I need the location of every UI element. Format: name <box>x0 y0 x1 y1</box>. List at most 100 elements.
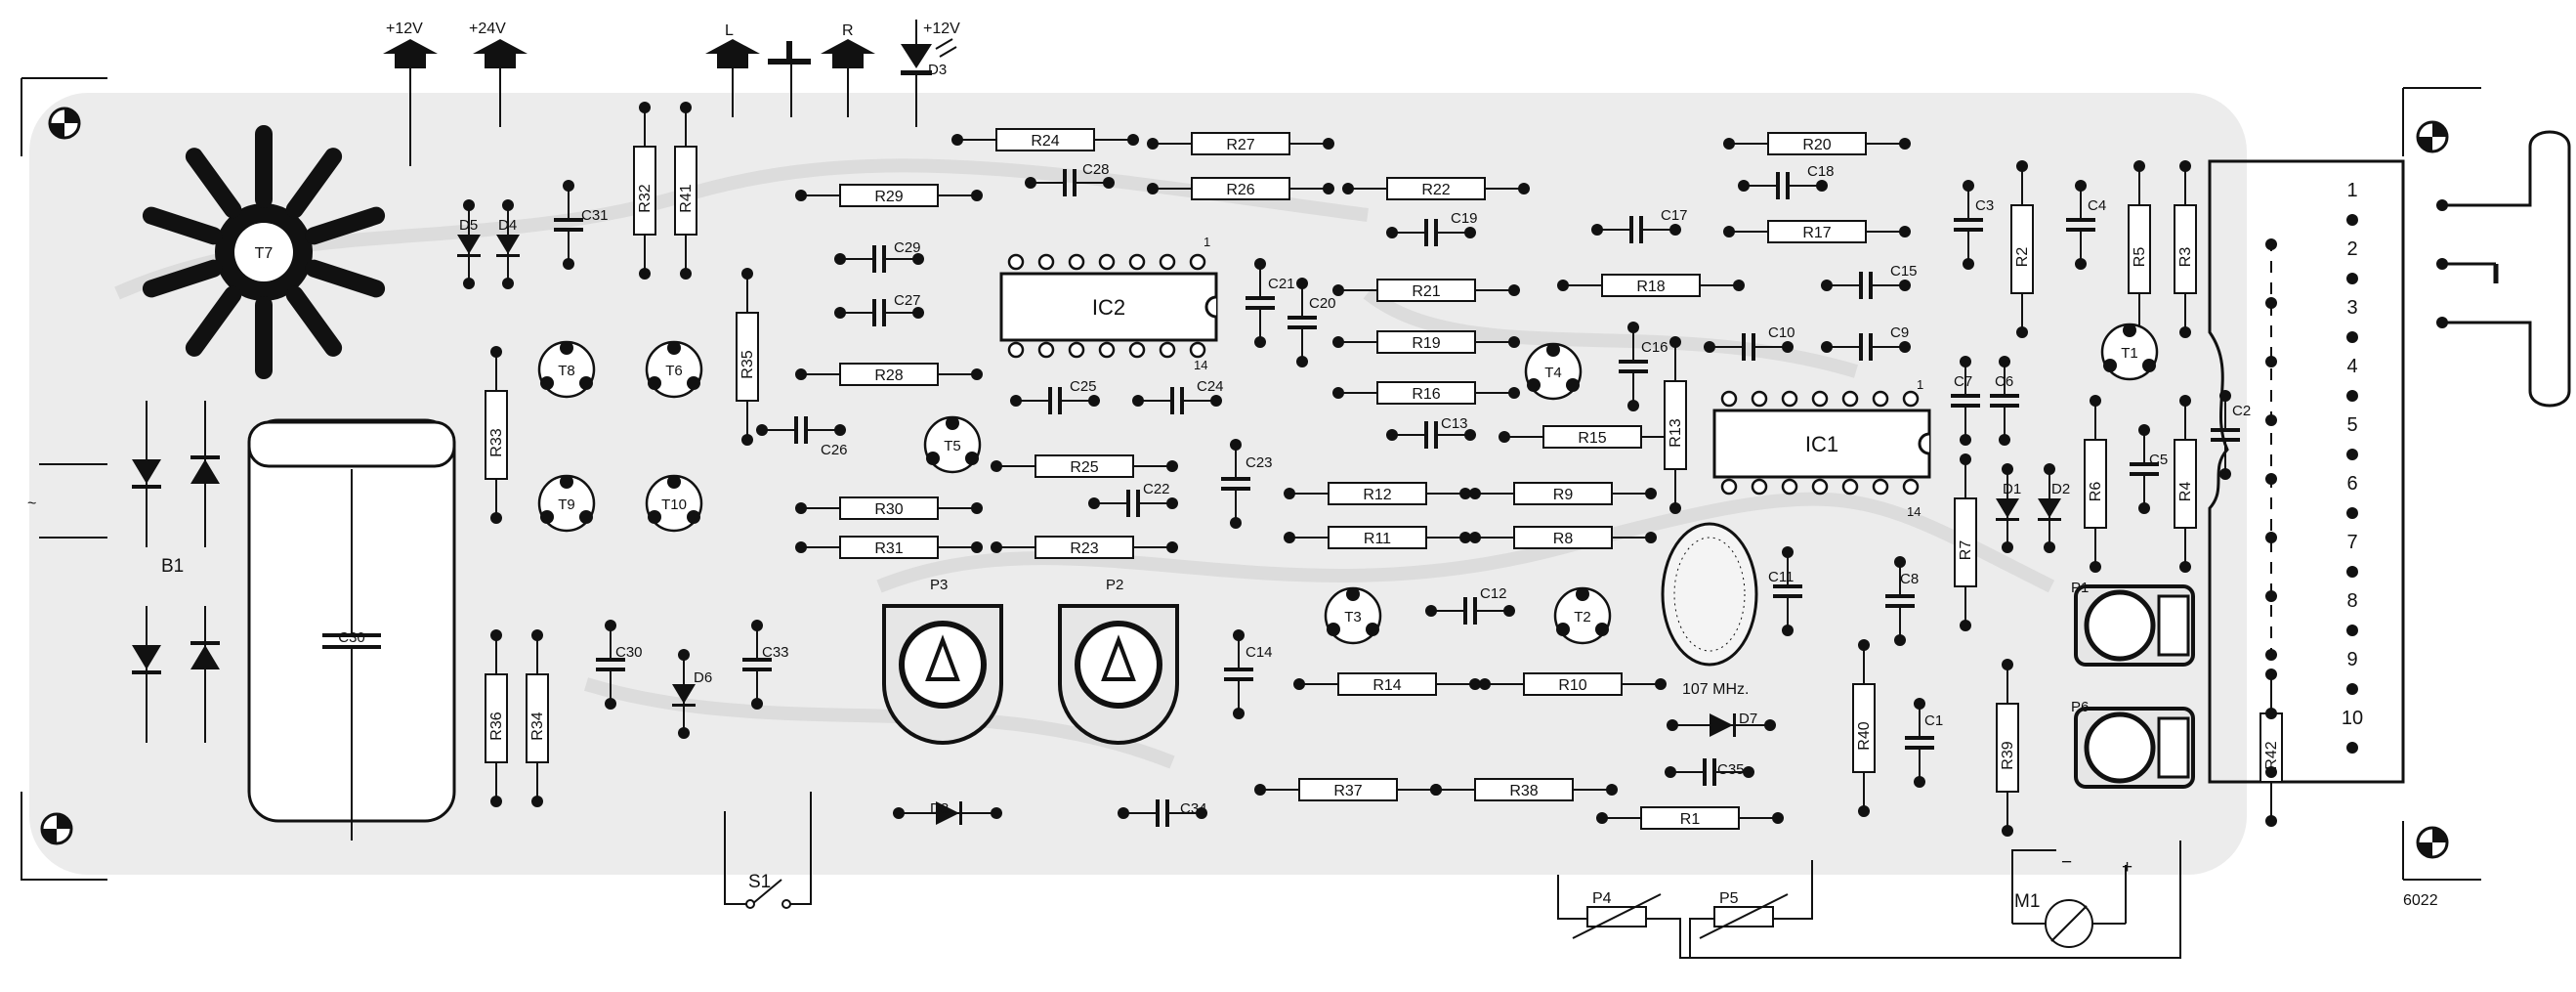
capacitor-c23 <box>1221 477 1250 481</box>
resistor-r17 <box>1767 220 1867 243</box>
label-r19: R19 <box>1412 335 1440 352</box>
solder-pad <box>893 807 905 819</box>
ac-symbol: ~ <box>27 496 36 512</box>
capacitor-c17 <box>1629 216 1633 243</box>
connector-pin-9: 9 <box>2346 649 2357 670</box>
solder-pad <box>2265 532 2277 543</box>
label-r21: R21 <box>1412 283 1440 300</box>
resistor-r25 <box>1035 454 1134 478</box>
solder-pad <box>1645 488 1657 499</box>
crystal-107mhz <box>1661 522 1758 667</box>
solder-pad <box>463 199 475 211</box>
capacitor-plate <box>1951 404 1980 408</box>
label-t2: T2 <box>1574 609 1591 625</box>
ic-pin <box>1098 253 1116 271</box>
resistor-r24 <box>995 128 1095 151</box>
solder-pad <box>1088 395 1100 407</box>
label-d3: D3 <box>928 62 947 78</box>
switch-contact <box>781 899 791 909</box>
capacitor-c12 <box>1463 597 1467 625</box>
label-r35: R35 <box>739 350 756 378</box>
label-r31: R31 <box>874 540 903 557</box>
label-r33: R33 <box>488 428 505 456</box>
ic1-pin1-marker: 1 <box>1917 377 1923 392</box>
solder-pad <box>1233 708 1245 719</box>
mounting-holes <box>40 107 2449 859</box>
transistor-t4 <box>1524 342 1583 401</box>
label-r28: R28 <box>874 367 903 384</box>
capacitor-c13 <box>1424 421 1428 449</box>
solder-pad <box>2346 214 2358 226</box>
capacitor-plate <box>1954 228 1983 232</box>
capacitor-c14 <box>1224 668 1253 671</box>
solder-pad <box>2265 297 2277 309</box>
bridge-leads <box>39 401 206 743</box>
meter-m1-label: M1 <box>2014 891 2040 912</box>
label-p3: P3 <box>930 577 948 593</box>
solder-pad <box>463 278 475 289</box>
solder-pad <box>1233 629 1245 641</box>
capacitor-plate <box>1905 746 1934 750</box>
solder-pad <box>1254 336 1266 348</box>
solder-pad <box>2265 356 2277 367</box>
connector-pin-6: 6 <box>2346 473 2357 495</box>
capacitor-c18 <box>1776 172 1780 199</box>
label-c5: C5 <box>2149 452 2168 468</box>
solder-pad <box>971 368 983 380</box>
solder-pad <box>1296 278 1308 289</box>
label-c23: C23 <box>1246 454 1273 471</box>
label-r4: R4 <box>2177 482 2194 502</box>
label-r20: R20 <box>1802 137 1831 153</box>
trim-pot-p3 <box>882 604 1003 745</box>
solder-pad <box>2219 468 2231 480</box>
diode-d7 <box>1710 713 1733 737</box>
capacitor-c35 <box>1703 758 1707 786</box>
solder-pad <box>490 346 502 358</box>
label-c26: C26 <box>821 442 848 458</box>
ic-pin <box>1781 478 1798 496</box>
solder-pad <box>2016 160 2028 172</box>
capacitor-c5 <box>2130 462 2159 466</box>
solder-pad <box>1293 678 1305 690</box>
solder-pad <box>1499 431 1510 443</box>
solder-pad <box>1025 177 1036 189</box>
diode-d6 <box>672 684 696 704</box>
label-c18: C18 <box>1807 163 1835 180</box>
solder-pad <box>2265 473 2277 485</box>
solder-pad <box>531 629 543 641</box>
connector-pin-7: 7 <box>2346 532 2357 553</box>
ic-pin <box>1872 390 1889 408</box>
capacitor-plate <box>1752 333 1755 361</box>
trim-pots-p4-p5 <box>1557 841 2181 959</box>
capacitor-c2 <box>2211 428 2240 432</box>
label-c22: C22 <box>1143 481 1170 497</box>
label-r36: R36 <box>488 712 505 740</box>
capacitor-plate <box>1180 387 1184 414</box>
label-c34: C34 <box>1180 800 1207 817</box>
solder-pad <box>1503 605 1515 617</box>
solder-pad <box>1627 400 1639 411</box>
solder-pad <box>1914 776 1925 788</box>
ic1 <box>1712 409 1931 479</box>
label-d8: D8 <box>930 800 949 817</box>
solder-pad <box>2346 331 2358 343</box>
meter-minus: − <box>2061 852 2072 873</box>
label-d6: D6 <box>694 669 712 686</box>
solder-pad <box>2090 395 2101 407</box>
resistor-r20 <box>1767 132 1867 155</box>
solder-pad <box>1386 429 1398 441</box>
solder-pad <box>1999 356 2010 367</box>
switch-contact <box>745 899 755 909</box>
label-c3: C3 <box>1975 197 1994 214</box>
label-r37: R37 <box>1333 783 1362 799</box>
solder-pad <box>2346 390 2358 402</box>
label-r12: R12 <box>1363 487 1391 503</box>
label-d7: D7 <box>1739 711 1757 727</box>
label-c20: C20 <box>1309 295 1336 312</box>
capacitor-plate <box>1869 272 1873 299</box>
capacitor-c1 <box>1905 736 1934 740</box>
ic-pin <box>1902 390 1920 408</box>
solder-pad <box>1508 284 1520 296</box>
label-r3: R3 <box>2177 247 2194 268</box>
